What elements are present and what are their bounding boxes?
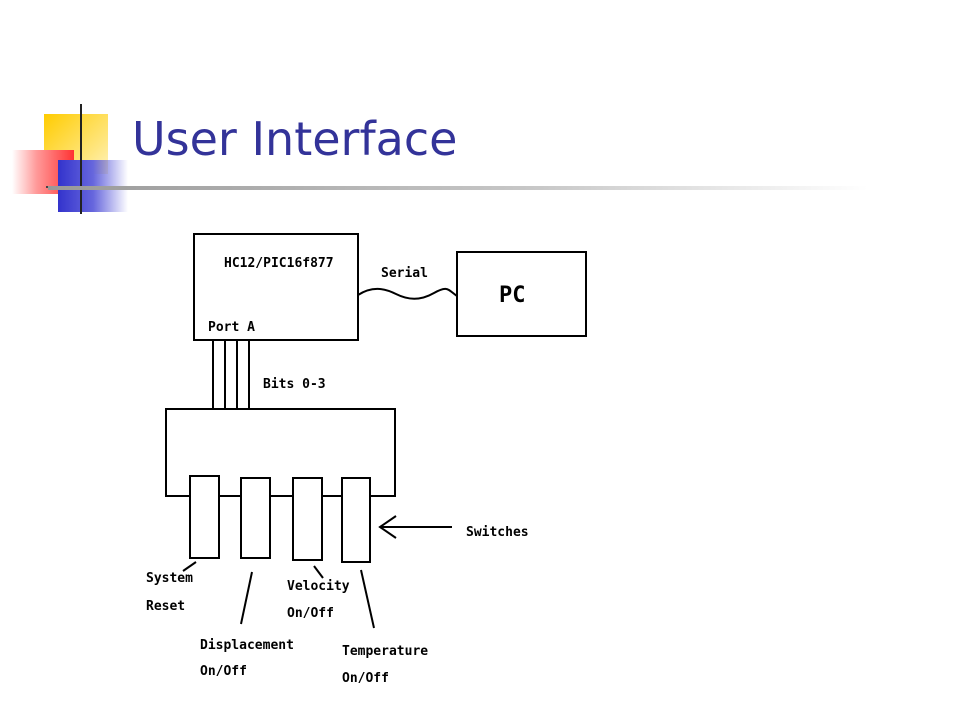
- microcontroller-box: [193, 233, 359, 341]
- bits-label: Bits 0-3: [263, 377, 326, 392]
- switch-panel: [165, 408, 396, 497]
- system-reset-label-line2: Reset: [146, 599, 185, 614]
- decor-vertical-line: [80, 104, 82, 214]
- serial-link: [357, 287, 458, 300]
- switch-displacement: [240, 477, 271, 559]
- pc-label: PC: [499, 283, 526, 308]
- system-reset-label-line1: System: [146, 571, 193, 586]
- velocity-label-line2: On/Off: [287, 606, 334, 621]
- slide-title: User Interface: [132, 112, 458, 166]
- temperature-label-line2: On/Off: [342, 671, 389, 686]
- leader-displacement: [240, 571, 253, 625]
- leader-temperature: [360, 569, 375, 629]
- switches-label: Switches: [466, 525, 529, 540]
- switch-system-reset: [189, 475, 220, 559]
- switches-arrow-head: [378, 515, 397, 539]
- microcontroller-label: HC12/PIC16f877: [224, 256, 334, 271]
- serial-label: Serial: [381, 266, 428, 281]
- switch-temperature: [341, 477, 371, 563]
- title-divider: [48, 186, 868, 190]
- leader-system-reset: [182, 561, 197, 572]
- displacement-label-line2: On/Off: [200, 664, 247, 679]
- displacement-label-line1: Displacement: [200, 638, 294, 653]
- pc-box: [456, 251, 587, 337]
- temperature-label-line1: Temperature: [342, 644, 428, 659]
- switch-velocity: [292, 477, 323, 561]
- velocity-label-line1: Velocity: [287, 579, 350, 594]
- leader-velocity: [313, 565, 324, 579]
- port-a-label: Port A: [208, 320, 255, 335]
